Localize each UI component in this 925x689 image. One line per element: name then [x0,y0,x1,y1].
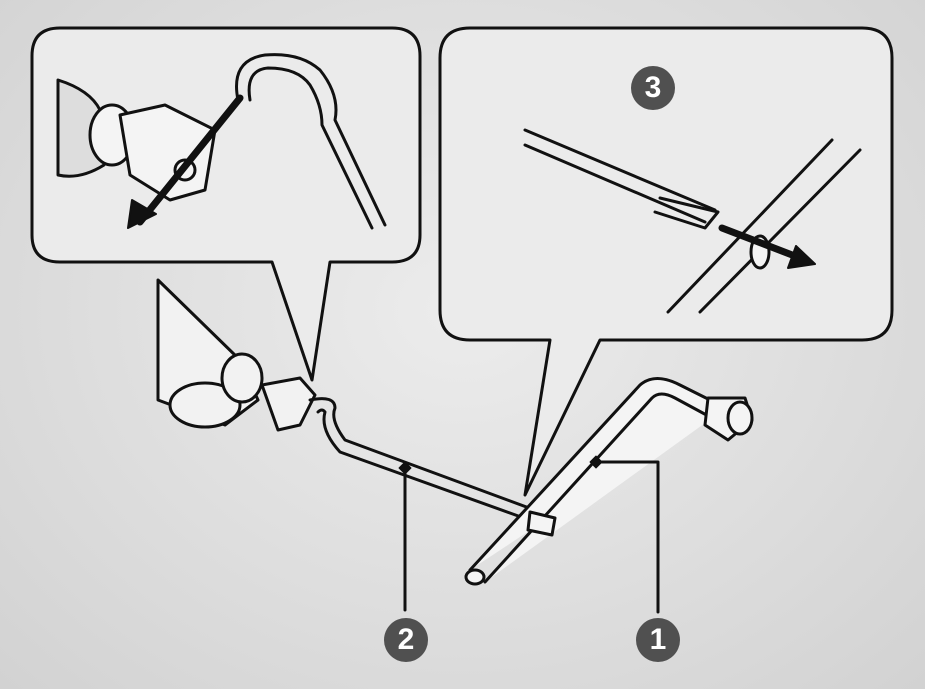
step-3-badge: 3 [631,66,675,110]
detail-panel-right [438,26,894,497]
removal-arrow-right [718,224,804,262]
leader-line-1 [594,460,660,614]
part-1-badge: 1 [636,618,680,662]
jack-handle-extension [308,397,542,514]
wheel-nut-wrench [464,377,754,586]
part-2-badge: 2 [384,618,428,662]
removal-arrow-left [136,94,244,226]
jack [156,278,317,432]
